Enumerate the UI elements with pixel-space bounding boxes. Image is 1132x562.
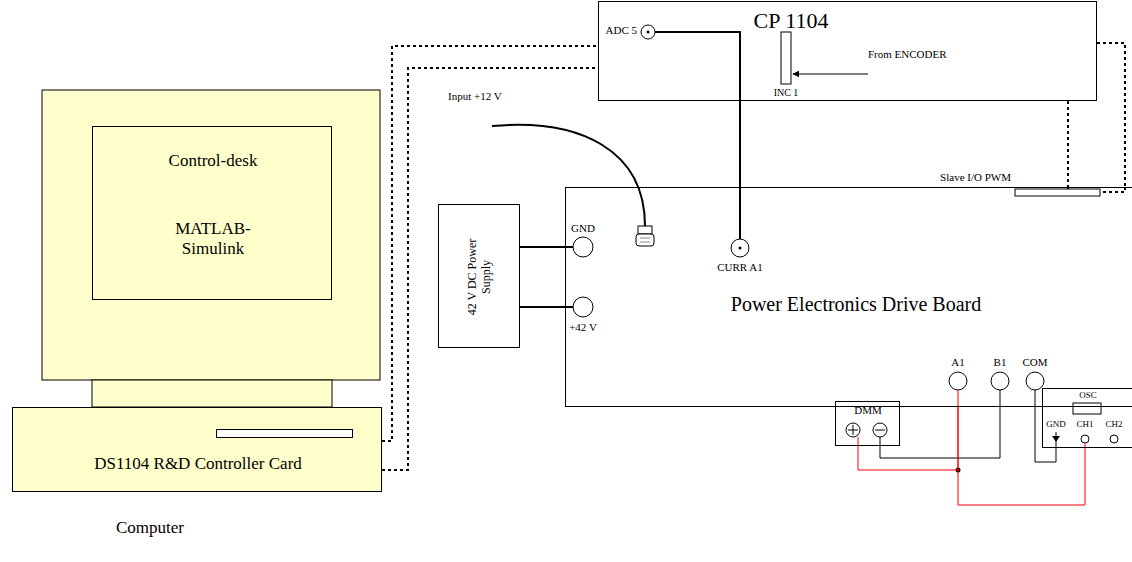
encoder-connector <box>781 32 791 84</box>
wire <box>739 101 741 187</box>
channel-label: CH2 <box>1105 419 1122 429</box>
controller-card-box: DS1104 R&D Controller Card <box>12 407 382 492</box>
signal-wire <box>655 32 740 101</box>
power-supply-fill <box>438 204 520 348</box>
wire <box>880 407 1000 458</box>
terminal-label: B1 <box>994 356 1007 369</box>
node-text: CP 1104 <box>754 8 829 33</box>
node-text: 42 V DC Power Supply <box>466 231 494 323</box>
supply-cable <box>492 125 645 226</box>
plug-body <box>638 226 652 234</box>
plug-grip <box>640 238 650 239</box>
supply-wire <box>565 306 573 308</box>
wire <box>958 407 1085 505</box>
pwm-connector <box>1015 189 1100 196</box>
terminal <box>991 372 1009 390</box>
wire <box>1035 407 1056 462</box>
data-cable <box>1067 101 1069 187</box>
terminal <box>949 372 967 390</box>
node-text: Control-desk <box>169 151 258 171</box>
plus-sign <box>853 425 854 435</box>
signal-wire <box>739 187 741 239</box>
probe-wire <box>1035 390 1036 407</box>
drive-slot <box>216 429 353 438</box>
wire <box>520 246 565 248</box>
bnc-pin <box>647 31 650 34</box>
node-text: DS1104 R&D Controller Card <box>94 454 302 474</box>
caption-label: Computer <box>116 518 184 538</box>
node-text: MATLAB-Simulink <box>166 219 261 258</box>
signal-label: From ENCODER <box>868 48 930 61</box>
scope-input <box>1110 435 1118 443</box>
plug-head <box>636 234 654 246</box>
screen-box: Control-deskMATLAB-Simulink <box>92 126 332 300</box>
port-label: INC 1 <box>774 87 799 99</box>
scope-screen <box>1073 403 1101 414</box>
supply-label: Input +12 V <box>448 90 492 103</box>
bnc-connector <box>731 239 749 257</box>
bnc-connector <box>641 25 655 39</box>
probe-wire <box>1000 390 1001 407</box>
node-text: Power Electronics Drive Board <box>731 293 981 316</box>
connectors <box>382 43 1125 505</box>
supply-wire <box>565 246 573 248</box>
terminal <box>573 297 593 317</box>
monitor-housing <box>42 90 380 380</box>
terminal-label: +42 V <box>569 321 597 334</box>
minus-sign <box>875 430 885 431</box>
data-cable <box>1097 43 1125 187</box>
ground-symbol <box>1052 436 1060 442</box>
wire <box>520 306 565 308</box>
drive-board-box: Power Electronics Drive Board <box>565 187 1132 407</box>
wire <box>858 407 958 470</box>
power-supply-box: 42 V DC Power Supply <box>438 204 520 348</box>
minus-terminal <box>873 423 887 437</box>
terminal-label: A1 <box>951 356 964 369</box>
channel-label: CH1 <box>1076 419 1093 429</box>
probe-wire <box>958 390 959 407</box>
terminal-label: CURR A1 <box>717 261 763 274</box>
plug-grip <box>640 242 650 243</box>
monitor-stand <box>92 380 332 407</box>
probe-wire <box>880 437 881 446</box>
node-text: OSC <box>1079 390 1097 400</box>
terminal-label: GND <box>571 222 595 235</box>
port-label: ADC 5 <box>606 24 637 37</box>
interface-panel-box: CP 1104 <box>598 1 1097 101</box>
plus-terminal <box>846 423 860 437</box>
probe-wire <box>858 437 859 446</box>
terminal-label: COM <box>1022 356 1047 369</box>
connector-label: Slave I/O PWM <box>940 171 1011 184</box>
encoder-arrow <box>793 74 868 75</box>
bnc-pin <box>739 247 742 250</box>
terminal <box>573 237 593 257</box>
oscilloscope-box: OSC <box>1042 388 1132 448</box>
node-text: DMM <box>854 404 882 417</box>
computer-base-fill <box>12 407 382 492</box>
scope-input <box>1081 435 1089 443</box>
multimeter-box: DMM <box>835 401 900 446</box>
channel-label: GND <box>1046 419 1066 429</box>
